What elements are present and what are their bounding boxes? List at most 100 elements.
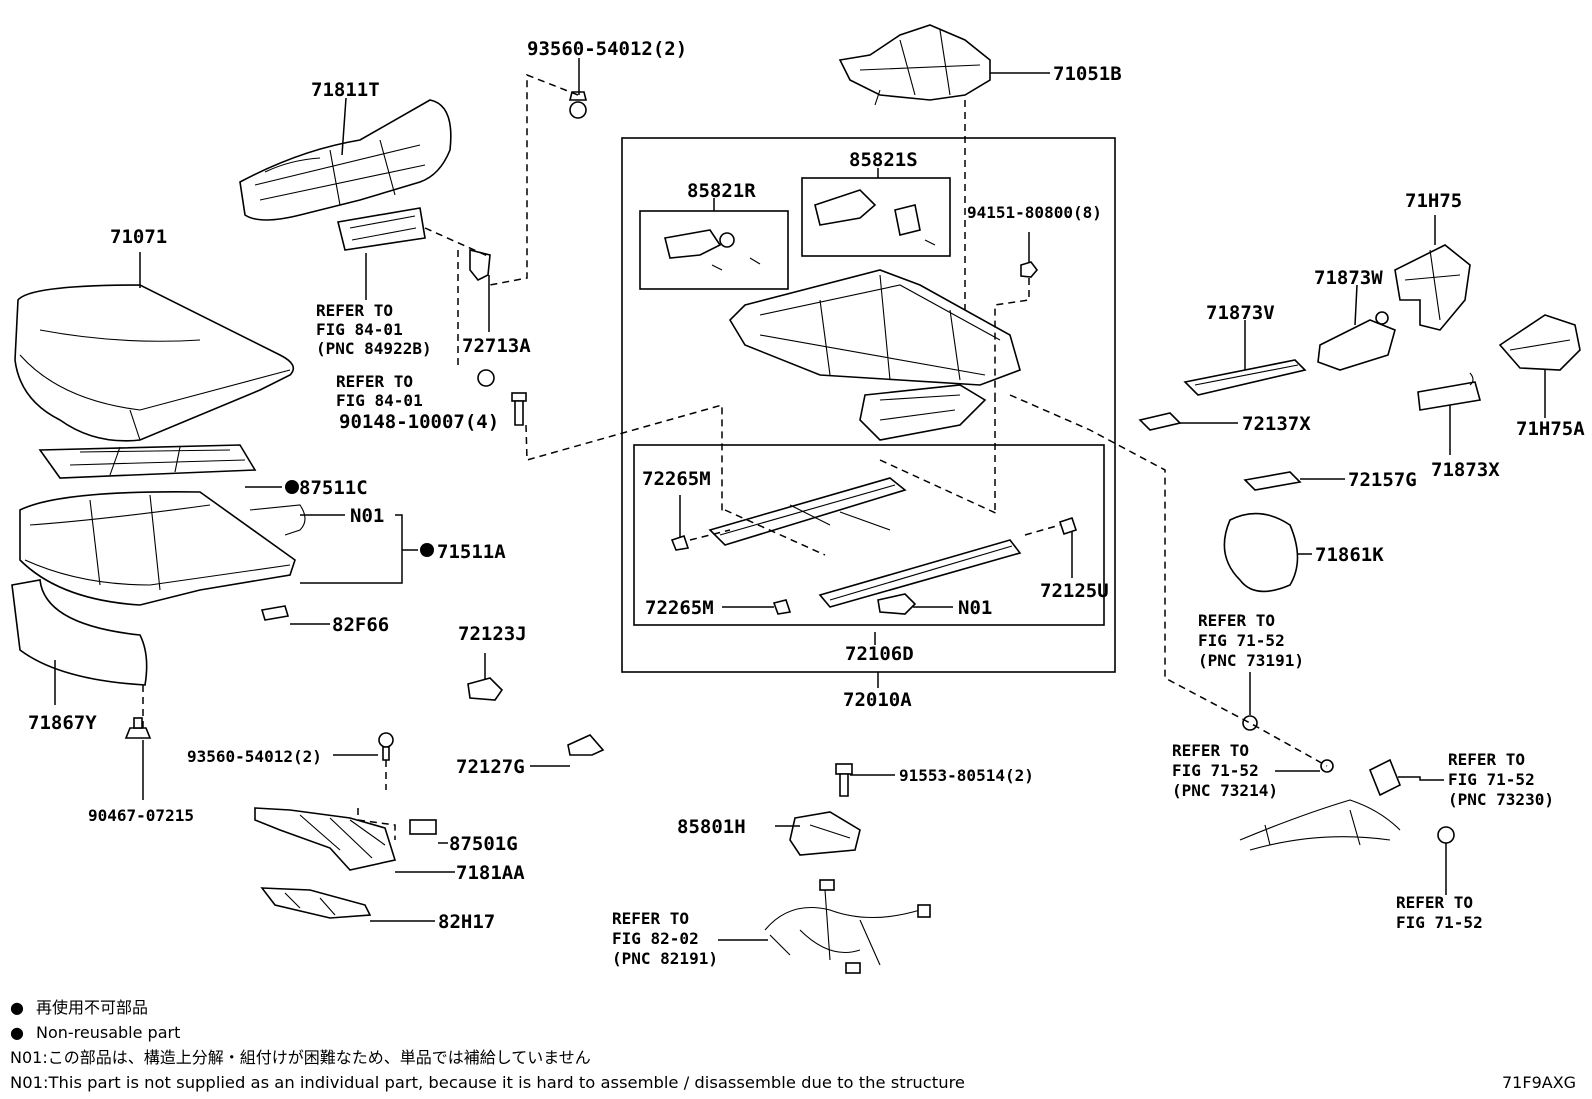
part-72106D-rails-drawing bbox=[708, 477, 1022, 608]
label-71861K[interactable]: 71861K bbox=[1315, 544, 1384, 566]
legend-nonreusable-en: Non-reusable part bbox=[36, 1023, 180, 1042]
part-91553-bolt-drawing bbox=[835, 763, 853, 797]
legend-n01-jp: N01:この部品は、構造上分解・組付けが困難なため、単品では補給していません bbox=[10, 1048, 591, 1067]
part-71511A-drawing bbox=[19, 491, 306, 606]
label-85821R[interactable]: 85821R bbox=[687, 180, 756, 202]
legend: ● 再使用不可部品 ● Non-reusable part N01:この部品は、… bbox=[10, 998, 965, 1092]
part-buckle-drawing bbox=[1239, 758, 1455, 851]
part-72125U-drawing bbox=[1058, 516, 1078, 536]
part-71873X-drawing bbox=[1417, 372, 1482, 411]
label-72010A[interactable]: 72010A bbox=[843, 689, 912, 711]
part-labels: 93560-54012(2) 71811T 71071 72713A 90148… bbox=[28, 38, 1585, 933]
part-82H17-drawing bbox=[260, 887, 372, 919]
label-71873X[interactable]: 71873X bbox=[1431, 459, 1500, 481]
label-93560-bottom[interactable]: 93560-54012(2) bbox=[187, 747, 322, 766]
leader-lines bbox=[54, 58, 1546, 941]
group-72010A-box bbox=[621, 137, 1116, 673]
part-90148-bolt-drawing bbox=[511, 392, 527, 426]
part-85821R-drawing bbox=[664, 229, 761, 271]
part-72127G-drawing bbox=[567, 734, 605, 756]
label-90148[interactable]: 90148-10007(4) bbox=[339, 411, 499, 433]
label-82F66[interactable]: 82F66 bbox=[332, 614, 389, 636]
refer-fig-84-01-pnc-84922b[interactable]: REFER TO FIG 84-01 (PNC 84922B) bbox=[316, 301, 432, 358]
label-82H17[interactable]: 82H17 bbox=[438, 911, 495, 933]
part-85821S-drawing bbox=[814, 189, 936, 246]
label-87501G[interactable]: 87501G bbox=[449, 833, 518, 855]
label-72137X[interactable]: 72137X bbox=[1242, 413, 1311, 435]
label-N01-cushion[interactable]: N01 bbox=[350, 505, 384, 527]
label-72123J[interactable]: 72123J bbox=[458, 623, 527, 645]
refer-fig-84-01[interactable]: REFER TO FIG 84-01 bbox=[336, 372, 423, 410]
part-7181AA-drawing bbox=[254, 807, 397, 871]
label-90467[interactable]: 90467-07215 bbox=[88, 806, 194, 825]
label-71873V[interactable]: 71873V bbox=[1206, 302, 1275, 324]
label-85801H[interactable]: 85801H bbox=[677, 816, 746, 838]
part-71H75-drawing bbox=[1394, 244, 1471, 331]
group-85821S-box bbox=[801, 177, 951, 257]
part-72137X-drawing bbox=[1138, 412, 1182, 431]
part-71873V-drawing bbox=[1183, 359, 1307, 396]
label-71H75A[interactable]: 71H75A bbox=[1516, 418, 1585, 440]
label-71071[interactable]: 71071 bbox=[110, 226, 167, 248]
refer-fig-71-52-pnc-73191[interactable]: REFER TO FIG 71-52 (PNC 73191) bbox=[1198, 611, 1304, 670]
part-94151-nut-drawing bbox=[1020, 261, 1039, 278]
label-71051B[interactable]: 71051B bbox=[1053, 63, 1122, 85]
part-82F66-drawing bbox=[260, 605, 290, 621]
part-71861K-drawing bbox=[1223, 512, 1299, 593]
legend-bullet-en: ● bbox=[10, 1023, 24, 1042]
label-87511C[interactable]: 87511C bbox=[299, 477, 368, 499]
part-72265M-clip-b-drawing bbox=[772, 599, 792, 615]
label-71811T[interactable]: 71811T bbox=[311, 79, 380, 101]
part-71873W-drawing bbox=[1317, 311, 1396, 371]
label-72125U[interactable]: 72125U bbox=[1040, 580, 1109, 602]
bolt-refer-84-drawing bbox=[477, 369, 495, 387]
label-94151[interactable]: 94151-80800(8) bbox=[967, 203, 1102, 222]
label-72106D[interactable]: 72106D bbox=[845, 643, 914, 665]
legend-n01-en: N01:This part is not supplied as an indi… bbox=[10, 1073, 965, 1092]
dashed-lines bbox=[142, 73, 1328, 840]
label-72265M-lower[interactable]: 72265M bbox=[645, 597, 714, 619]
nonreusable-bullet-87511C bbox=[285, 480, 299, 494]
part-72265M-clip-a-drawing bbox=[670, 534, 690, 551]
refer-fig-71-52[interactable]: REFER TO FIG 71-52 bbox=[1396, 893, 1483, 932]
bracket-drawing bbox=[337, 207, 426, 251]
part-72123J-drawing bbox=[467, 677, 504, 701]
refer-fig-71-52-pnc-73230[interactable]: REFER TO FIG 71-52 (PNC 73230) bbox=[1448, 750, 1554, 809]
legend-nonreusable-jp: 再使用不可部品 bbox=[36, 998, 148, 1017]
part-71071-drawing bbox=[14, 284, 295, 442]
label-72157G[interactable]: 72157G bbox=[1348, 469, 1417, 491]
label-72265M-upper[interactable]: 72265M bbox=[642, 468, 711, 490]
part-71051B-drawing bbox=[838, 24, 991, 106]
label-93560-top[interactable]: 93560-54012(2) bbox=[527, 38, 687, 60]
label-71511A[interactable]: 71511A bbox=[437, 541, 506, 563]
label-72713A[interactable]: 72713A bbox=[462, 335, 531, 357]
label-85821S[interactable]: 85821S bbox=[849, 149, 918, 171]
harness-82-02-drawing bbox=[764, 879, 931, 974]
refer-fig-82-02[interactable]: REFER TO FIG 82-02 (PNC 82191) bbox=[612, 909, 718, 968]
part-71867Y-drawing bbox=[11, 579, 148, 686]
part-87511C-drawing bbox=[38, 444, 257, 479]
group-72106D-box bbox=[633, 444, 1105, 626]
part-93560-screw-bottom-drawing bbox=[378, 732, 394, 761]
part-71H75A-drawing bbox=[1498, 314, 1581, 371]
label-71H75[interactable]: 71H75 bbox=[1405, 190, 1462, 212]
part-72157G-drawing bbox=[1243, 471, 1302, 491]
legend-bullet-jp: ● bbox=[10, 998, 24, 1017]
label-N01-rail[interactable]: N01 bbox=[958, 597, 992, 619]
label-72127G[interactable]: 72127G bbox=[456, 756, 525, 778]
label-71867Y[interactable]: 71867Y bbox=[28, 712, 97, 734]
label-71873W[interactable]: 71873W bbox=[1314, 267, 1383, 289]
part-93560-screw-top-drawing bbox=[568, 91, 588, 119]
part-87501G-drawing bbox=[409, 819, 437, 835]
label-7181AA[interactable]: 7181AA bbox=[456, 862, 525, 884]
group-85821R-box bbox=[639, 210, 789, 290]
part-85801H-drawing bbox=[789, 811, 861, 856]
refer-labels: REFER TO FIG 84-01 (PNC 84922B) REFER TO… bbox=[316, 301, 1554, 968]
label-91553[interactable]: 91553-80514(2) bbox=[899, 766, 1034, 785]
nonreusable-bullet-71511A bbox=[420, 543, 434, 557]
part-N01-rail-motor-drawing bbox=[877, 593, 917, 615]
part-71811T-drawing bbox=[239, 99, 452, 221]
refer-fig-71-52-pnc-73214[interactable]: REFER TO FIG 71-52 (PNC 73214) bbox=[1172, 741, 1278, 800]
